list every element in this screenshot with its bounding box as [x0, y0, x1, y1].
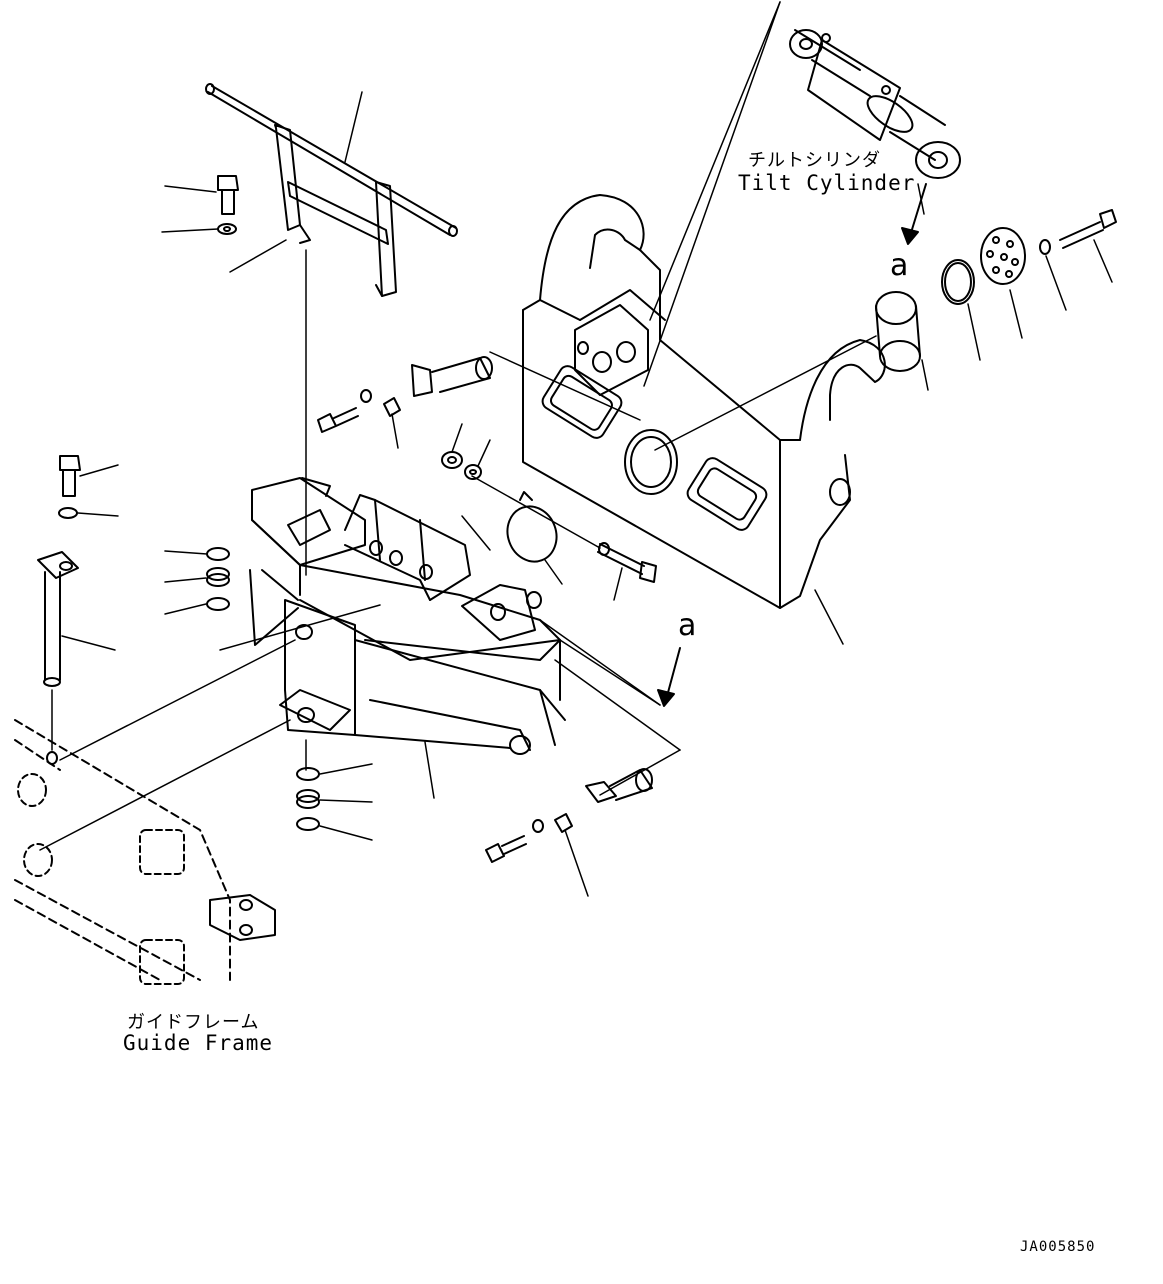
- tilt-cylinder: [790, 30, 960, 178]
- pin-lower: [486, 769, 652, 862]
- snap-ring: [942, 260, 974, 304]
- drawing-code: JA005850: [1020, 1239, 1096, 1255]
- wire-ring: [500, 492, 564, 569]
- arrow-tilt-cylinder: [902, 184, 926, 244]
- bolt-right: [1040, 210, 1116, 254]
- o-rings-left: [207, 548, 229, 610]
- cover-plate: [981, 228, 1025, 284]
- vertical-pin: [38, 552, 78, 686]
- guide-frame: [15, 720, 275, 984]
- leader-lines: [40, 2, 1112, 896]
- bolt-left: [59, 456, 80, 518]
- o-rings-bottom: [297, 768, 319, 830]
- pin-upper: [318, 357, 492, 432]
- guide-frame-label-en: Guide Frame: [123, 1031, 274, 1055]
- carriage-plate: [523, 195, 885, 608]
- main-frame: [250, 478, 565, 754]
- arrow-ref-a: [658, 648, 680, 706]
- long-bolt: [598, 543, 656, 582]
- bolt-top-left: [218, 176, 238, 234]
- bushing: [876, 292, 920, 371]
- guard-rail: [206, 84, 457, 296]
- reference-a-right: a: [678, 608, 697, 643]
- guide-frame-label-jp: ガイドフレーム: [127, 1012, 260, 1033]
- tilt-cylinder-label-en: Tilt Cylinder: [738, 171, 916, 195]
- nut-washer: [442, 452, 481, 479]
- reference-a-top: a: [890, 248, 909, 283]
- tilt-cylinder-label-jp: チルトシリンダ: [748, 150, 881, 171]
